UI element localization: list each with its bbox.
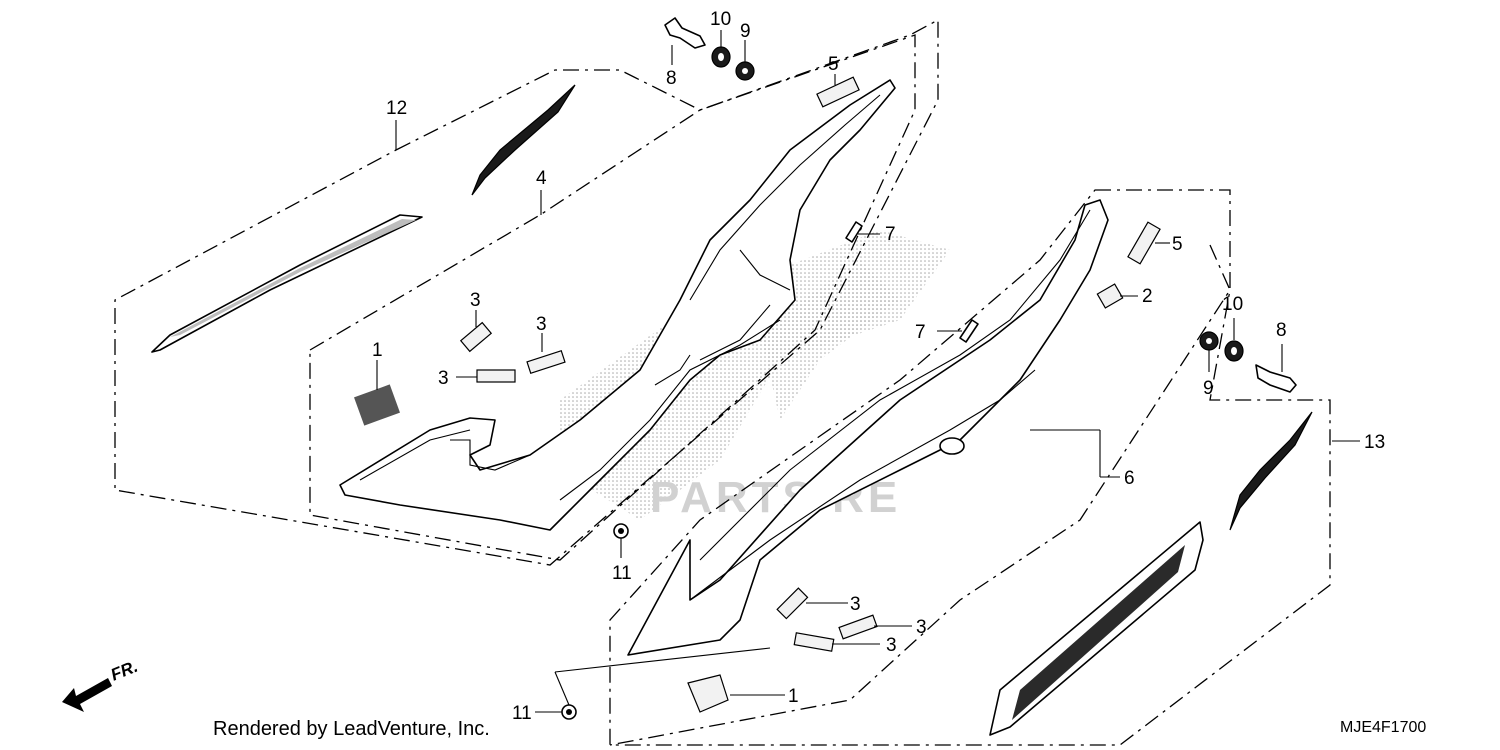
callout-5-top: 5 [828, 54, 839, 75]
left-side-cover [339, 79, 896, 531]
decal-cb500f [989, 521, 1204, 736]
bolt-8-top [664, 17, 706, 49]
callout-10-top: 10 [710, 9, 731, 30]
right-cover-hole [939, 437, 965, 455]
right-side-cover-detail-b [689, 369, 1036, 601]
callout-7-top: 7 [885, 224, 896, 245]
callout-13: 13 [1364, 432, 1385, 453]
pad-3-b [526, 349, 566, 375]
nut-9-right-hole [1206, 338, 1212, 344]
pad-3-c [476, 369, 516, 383]
clip-7-top [845, 221, 863, 243]
render-credit: Rendered by LeadVenture, Inc. [213, 718, 490, 740]
pad-3-e [838, 614, 878, 640]
decal-stripe-long-fill [170, 219, 416, 337]
pad-2 [1096, 283, 1124, 309]
callout-6: 6 [1124, 468, 1135, 489]
nut-9-top-hole [742, 68, 748, 74]
pad-5-right [1127, 221, 1161, 265]
callout-3-e: 3 [916, 617, 927, 638]
washer-10-top-hole [718, 53, 724, 61]
callout-8-right: 8 [1276, 320, 1287, 341]
leader-lines [376, 30, 1360, 713]
pad-3-f [793, 632, 835, 652]
left-side-cover-detail-c [654, 304, 771, 386]
grommet-11-bottom-hole [566, 709, 572, 715]
group-12-outline [114, 18, 939, 566]
callout-9-top: 9 [740, 21, 751, 42]
pad-5-top [816, 76, 860, 108]
callout-8-top: 8 [666, 68, 677, 89]
decal-stripe-right [1229, 411, 1313, 531]
callout-4: 4 [536, 168, 547, 189]
left-cover-inner [450, 439, 531, 471]
callout-11-bottom: 11 [512, 703, 532, 724]
callout-9-right: 9 [1203, 378, 1214, 399]
clip-7-mid [959, 319, 979, 343]
bolt-8-right [1255, 364, 1297, 393]
decal-stripe-long [151, 214, 423, 353]
callout-5-right: 5 [1172, 234, 1183, 255]
callout-12: 12 [386, 98, 407, 119]
callout-1-left: 1 [372, 340, 383, 361]
callout-10-right: 10 [1222, 294, 1243, 315]
left-side-cover-detail-b [559, 249, 791, 501]
callout-2: 2 [1142, 286, 1153, 307]
pad-1-right [687, 674, 729, 713]
grid-pad-left [354, 384, 400, 426]
grommet-11-mid-hole [618, 528, 624, 534]
left-side-cover-detail-a [359, 94, 881, 481]
diagram-code: MJE4F1700 [1340, 719, 1427, 736]
callout-1-right: 1 [788, 686, 799, 707]
group-6-outline [609, 244, 1231, 746]
callout-11-mid: 11 [612, 563, 632, 584]
group-13-outline [609, 189, 1331, 746]
callout-3-a: 3 [470, 290, 481, 311]
callout-3-c: 3 [438, 368, 449, 389]
callout-7-mid: 7 [915, 322, 926, 343]
callout-3-d: 3 [850, 594, 861, 615]
front-direction-arrow-icon [62, 678, 112, 712]
callouts: 12 4 1 3 3 3 8 10 9 5 7 11 7 5 2 10 8 9 … [372, 9, 1385, 724]
pad-3-a [459, 321, 493, 353]
washer-10-right-hole [1231, 347, 1237, 355]
right-side-cover-detail-a [699, 209, 1091, 561]
decal-stripe-upper [471, 84, 576, 196]
pad-3-d [776, 587, 809, 620]
right-side-cover [627, 199, 1109, 656]
callout-3-f: 3 [886, 635, 897, 656]
callout-3-b: 3 [536, 314, 547, 335]
